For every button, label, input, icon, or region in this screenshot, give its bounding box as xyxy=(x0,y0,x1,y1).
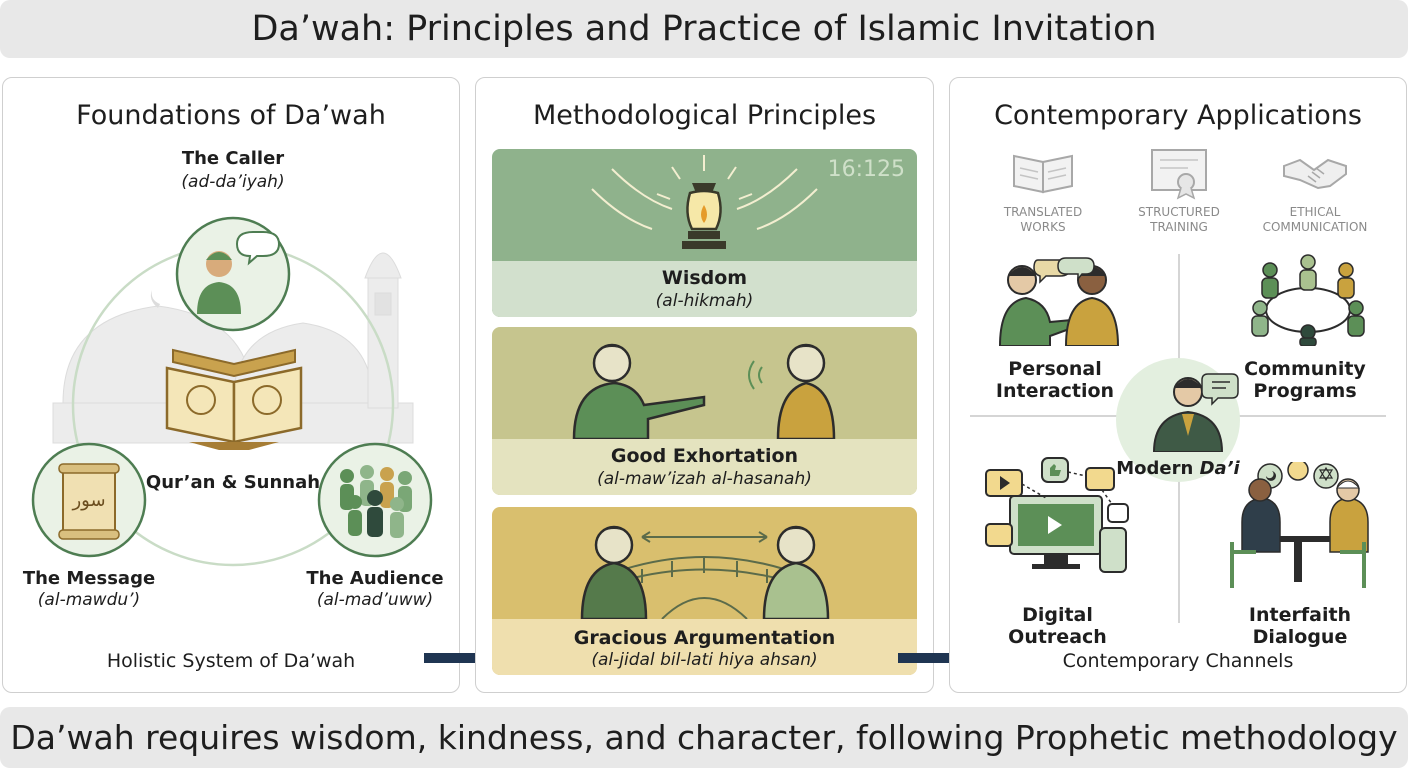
argumentation-card: Gracious Argumentation (al-jidal bil-lat… xyxy=(492,507,917,675)
caller-label: The Caller xyxy=(181,148,285,169)
interfaith-label: Interfaith Dialogue xyxy=(1248,604,1352,648)
methods-panel: Methodological Principles 16:125 Wisdom … xyxy=(475,77,934,693)
wisdom-card: 16:125 Wisdom (al-hikmah) xyxy=(492,149,917,317)
foundations-panel: Foundations of Da’wah The Caller (ad-da’… xyxy=(2,77,460,693)
applications-footer: Contemporary Channels xyxy=(1062,650,1294,672)
message-sub: (al-mawdu’) xyxy=(37,590,141,610)
modern-dai-icon xyxy=(1152,373,1239,452)
page-title: Da’wah: Principles and Practice of Islam… xyxy=(251,9,1157,49)
community-programs-icon xyxy=(1251,254,1365,346)
audience-sub: (al-mad’uww) xyxy=(316,590,434,610)
interfaith-dialogue-icon xyxy=(1230,462,1369,588)
certificate-icon xyxy=(1151,149,1207,200)
methods-title: Methodological Principles xyxy=(532,100,877,131)
handshake-icon xyxy=(1283,158,1347,190)
digital-outreach-icon xyxy=(985,457,1129,573)
caller-sub: (ad-da’iyah) xyxy=(181,172,285,192)
bottom-banner-text: Da’wah requires wisdom, kindness, and ch… xyxy=(10,718,1398,757)
bottom-banner: Da’wah requires wisdom, kindness, and ch… xyxy=(0,707,1408,768)
scroll-text: سور xyxy=(71,490,105,511)
argumentation-sub: (al-jidal bil-lati hiya ahsan) xyxy=(591,650,818,670)
caller-icon xyxy=(175,216,291,332)
two-people-talking-icon xyxy=(572,343,836,439)
audience-icon xyxy=(317,442,433,558)
digital-label: Digital Outreach xyxy=(1008,604,1107,648)
wisdom-label: Wisdom xyxy=(661,267,748,289)
message-label: The Message xyxy=(22,568,156,589)
wisdom-sub: (al-hikmah) xyxy=(655,291,754,311)
quran-icon xyxy=(165,348,303,450)
audience-label: The Audience xyxy=(306,568,444,589)
lamp-icon xyxy=(591,155,818,249)
argumentation-label: Gracious Argumentation xyxy=(573,627,836,649)
title-bar: Da’wah: Principles and Practice of Islam… xyxy=(0,0,1408,58)
book-icon xyxy=(1013,154,1073,194)
foundations-title: Foundations of Da’wah xyxy=(76,100,386,131)
exhortation-card: Good Exhortation (al-maw’izah al-hasanah… xyxy=(492,327,917,495)
bridge-icon xyxy=(580,525,830,619)
exhortation-sub: (al-maw’izah al-hasanah) xyxy=(597,469,812,489)
exhortation-label: Good Exhortation xyxy=(610,445,799,467)
center-label: Qur’an & Sunnah xyxy=(145,472,321,493)
applications-title: Contemporary Applications xyxy=(994,100,1362,131)
foundations-footer: Holistic System of Da’wah xyxy=(106,650,356,672)
message-scroll-icon: سور xyxy=(31,442,147,558)
personal-interaction-icon xyxy=(998,257,1120,346)
verse-ref: 16:125 xyxy=(827,157,905,182)
modern-dai-label: Modern Da’i xyxy=(1116,458,1240,479)
